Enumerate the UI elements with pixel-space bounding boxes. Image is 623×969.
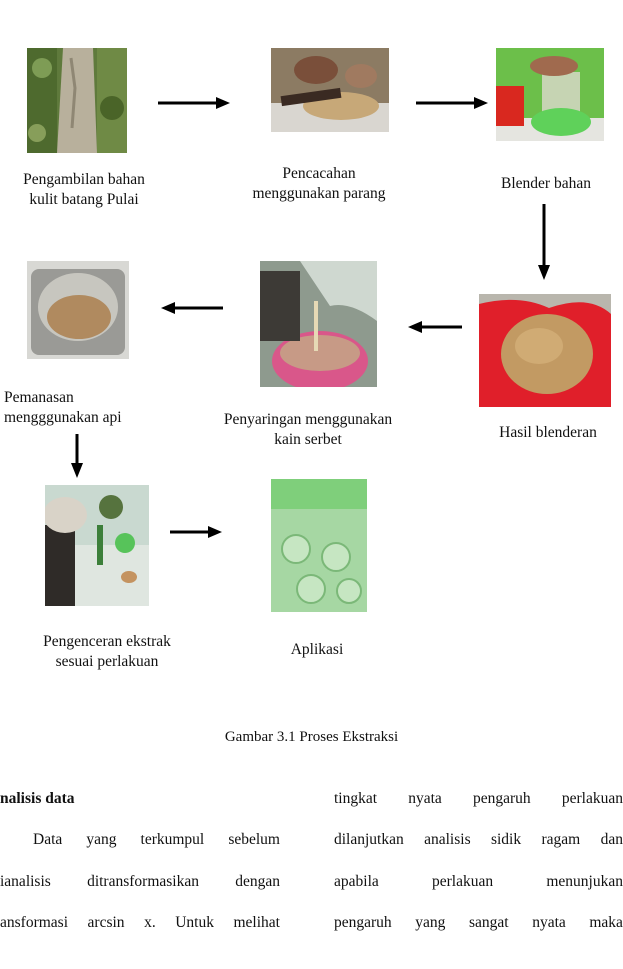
word: perlakuan — [432, 873, 494, 890]
heating-pot-photo — [27, 261, 129, 359]
left-line-1: Data yang terkumpul sebelum — [33, 831, 280, 849]
application-photo — [271, 479, 367, 612]
word: pengaruh — [473, 790, 531, 807]
word: ditransformasikan — [87, 873, 199, 890]
word: Untuk — [175, 914, 214, 931]
arrow-right-1 — [158, 96, 230, 110]
step-label-pengenceran: Pengenceran ekstrak sesuai perlakuan — [43, 633, 171, 670]
step-label-blender: Blender bahan — [501, 175, 591, 192]
word: x. — [144, 914, 156, 931]
step-label-aplikasi: Aplikasi — [290, 641, 344, 658]
left-line-2: ianalisis ditransformasikan dengan — [0, 873, 280, 891]
word: ragam — [541, 831, 581, 848]
word: pengaruh — [334, 914, 392, 931]
step-label-pencacahan: Pencacahan menggunakan parang — [252, 165, 386, 202]
word: nyata — [408, 790, 442, 807]
word: dengan — [235, 873, 280, 890]
word: sangat — [469, 914, 509, 931]
arrow-right-3 — [170, 525, 222, 539]
word: menunjukan — [546, 873, 623, 890]
arrow-left-1 — [408, 320, 462, 334]
step-label-pengambilan: Pengambilan bahan kulit batang Pulai — [23, 171, 145, 208]
word: perlakuan — [561, 790, 623, 807]
left-line-3: ansformasi arcsin x. Untuk melihat — [0, 914, 280, 932]
word: nyata — [532, 914, 566, 931]
filtering-photo — [260, 261, 377, 387]
step-label-penyaringan: Penyaringan menggunakan kain serbet — [223, 411, 393, 448]
word: dilanjutkan — [334, 831, 404, 848]
word: maka — [589, 914, 623, 931]
arrow-down-2 — [70, 434, 84, 478]
blender-photo — [496, 48, 604, 141]
chopping-photo — [271, 48, 389, 132]
word: dan — [600, 831, 623, 848]
word: ianalisis — [0, 873, 51, 890]
step-label-hasil-blenderan: Hasil blenderan — [499, 424, 597, 441]
right-line-3: apabila perlakuan menunjukan — [334, 873, 623, 891]
arrow-right-2 — [416, 96, 488, 110]
tree-bark-photo — [27, 48, 127, 153]
arrow-left-2 — [161, 301, 223, 315]
word: analisis — [424, 831, 471, 848]
step-label-pemanasan: Pemanasan mengggunakan api — [4, 389, 122, 426]
blended-powder-photo — [479, 294, 611, 407]
word: sebelum — [228, 831, 280, 848]
arrow-down-1 — [537, 204, 551, 280]
dilution-photo — [45, 485, 149, 606]
word: ansformasi — [0, 914, 69, 931]
word: melihat — [233, 914, 280, 931]
figure-caption: Gambar 3.1 Proses Ekstraksi — [224, 729, 399, 745]
word: tingkat — [334, 790, 378, 807]
word: arcsin — [87, 914, 125, 931]
word: Data — [33, 831, 63, 848]
word: yang — [86, 831, 117, 848]
word: yang — [415, 914, 446, 931]
right-line-4: pengaruh yang sangat nyata maka — [334, 914, 623, 932]
right-line-1: tingkat nyata pengaruh perlakuan — [334, 790, 623, 808]
word: apabila — [334, 873, 379, 890]
word: sidik — [490, 831, 522, 848]
section-heading: nalisis data — [0, 790, 75, 807]
right-line-2: dilanjutkan analisis sidik ragam dan — [334, 831, 623, 849]
word: terkumpul — [140, 831, 205, 848]
